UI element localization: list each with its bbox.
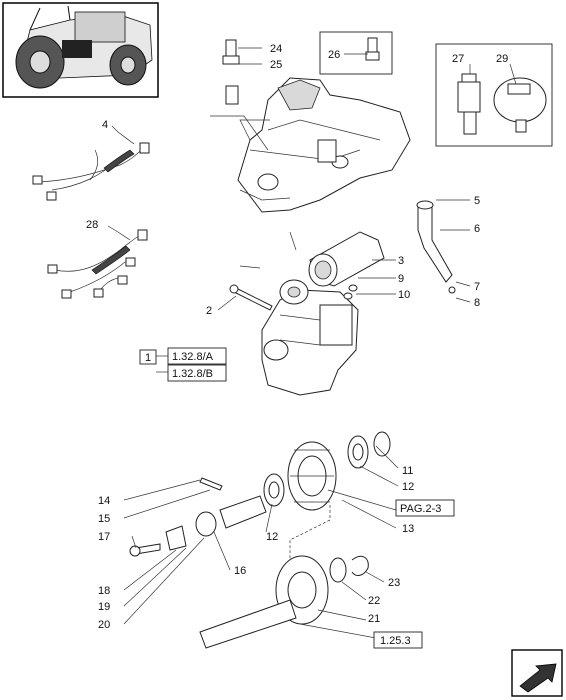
- callout-18: 18: [98, 585, 110, 597]
- callout-1-box: [139, 349, 157, 365]
- callout-16: 16: [234, 565, 246, 577]
- sensor-26: [365, 37, 380, 61]
- ref-box-a: [167, 347, 227, 365]
- callout-23: 23: [388, 577, 400, 589]
- callout-12-upper: 12: [402, 481, 414, 493]
- gear-13: [287, 441, 337, 511]
- ref-pag-2-3: PAG.2-3: [400, 503, 441, 515]
- washer-10: [343, 292, 353, 300]
- callout-15: 15: [98, 513, 110, 525]
- bracket-18-19: [129, 525, 187, 557]
- callout-11: 11: [402, 465, 413, 477]
- washer-9: [348, 284, 358, 292]
- sensor-27: [457, 73, 481, 135]
- bolt-2: [233, 287, 273, 311]
- tractor-thumbnail: [2, 2, 159, 98]
- callout-1: 1: [145, 352, 151, 364]
- ref-1-25-3: 1.25.3: [380, 635, 411, 647]
- ref-box-pag: [395, 499, 455, 517]
- callout-8: 8: [474, 297, 480, 309]
- callout-27: 27: [452, 53, 464, 65]
- callout-14: 14: [98, 495, 110, 507]
- rings-22-23: [329, 555, 369, 583]
- ref-1-32-8-a: 1.32.8/A: [172, 351, 214, 363]
- pin-14: [199, 477, 223, 491]
- callout-29: 29: [496, 53, 508, 65]
- callout-21: 21: [368, 613, 380, 625]
- shaft-16: [195, 495, 267, 537]
- sensor-29: [493, 77, 547, 133]
- filter-3: [308, 231, 385, 287]
- wire-harness-28: [47, 229, 148, 299]
- callout-24: 24: [270, 43, 282, 55]
- callout-26: 26: [328, 49, 340, 61]
- callout-9: 9: [398, 273, 404, 285]
- gear-21: [199, 555, 329, 649]
- callout-13: 13: [402, 523, 414, 535]
- callout-5: 5: [474, 195, 480, 207]
- callout-10: 10: [398, 289, 410, 301]
- callout-17: 17: [98, 531, 110, 543]
- bearing-11-12: [347, 431, 391, 469]
- callout-12-lower: 12: [266, 531, 278, 543]
- leader-lines: [107, 47, 517, 639]
- callout-19: 19: [98, 601, 110, 613]
- ref-box-b: [167, 364, 227, 382]
- callout-22: 22: [368, 595, 380, 607]
- callout-3: 3: [398, 255, 404, 267]
- callout-2: 2: [206, 305, 212, 317]
- next-page-arrow-icon[interactable]: [511, 649, 563, 697]
- callout-6: 6: [474, 223, 480, 235]
- sensor-26-box: [319, 31, 393, 75]
- callout-20: 20: [98, 619, 110, 631]
- sensor-24-25: [222, 39, 240, 105]
- pipe-6: [416, 200, 456, 294]
- hydraulic-pump: [261, 279, 359, 396]
- callout-25: 25: [270, 59, 282, 71]
- callout-28: 28: [86, 219, 98, 231]
- ref-box-gear: [373, 631, 423, 649]
- bearing-12: [263, 473, 285, 507]
- callout-7: 7: [474, 281, 480, 293]
- ref-1-32-8-b: 1.32.8/B: [172, 368, 213, 380]
- lift-housing: [237, 77, 411, 213]
- callout-4: 4: [102, 119, 108, 131]
- wire-harness-4: [32, 142, 150, 201]
